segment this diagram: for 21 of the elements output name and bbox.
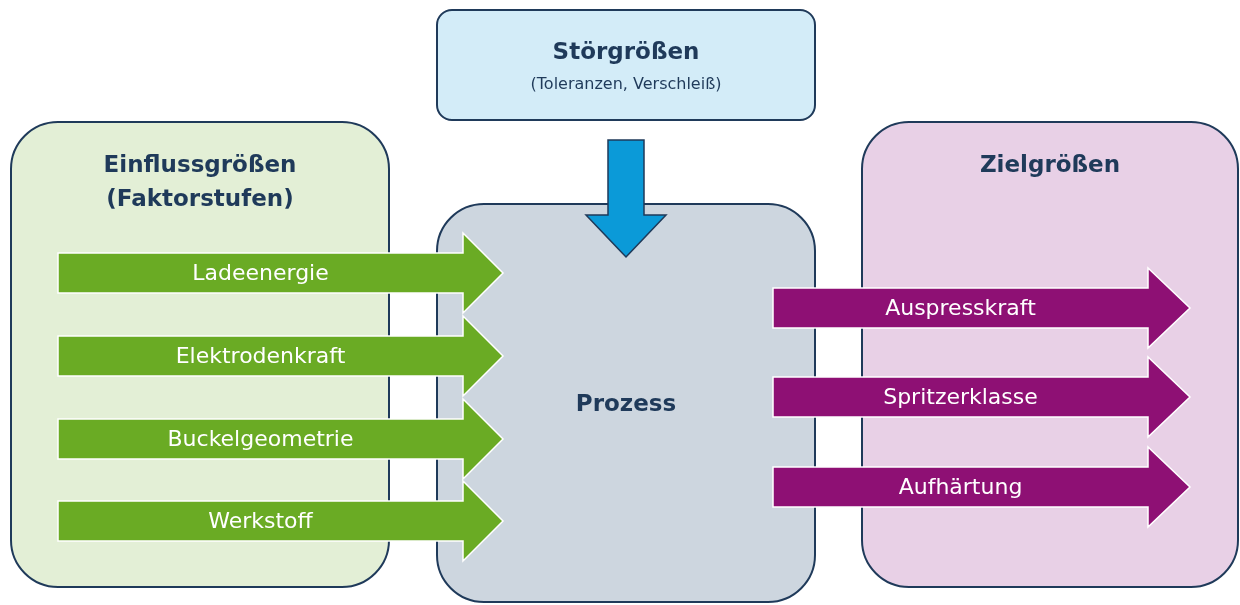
edge-label: Buckelgeometrie xyxy=(167,428,354,450)
block-arrow xyxy=(772,266,1192,350)
edge-label: Elektrodenkraft xyxy=(175,345,346,367)
block-arrow xyxy=(584,139,668,259)
heading: Prozess xyxy=(574,389,678,418)
block-arrow xyxy=(57,479,505,563)
block-arrow xyxy=(772,355,1192,439)
edge-label: Ladeenergie xyxy=(192,262,329,284)
block-arrow xyxy=(57,314,505,398)
edge-label: Aufhärtung xyxy=(898,476,1023,498)
block-arrow xyxy=(772,445,1192,529)
subheading: (Toleranzen, Verschleiß) xyxy=(530,73,722,95)
block-arrow xyxy=(57,397,505,481)
edge-label: Spritzerklasse xyxy=(883,386,1038,408)
heading: Störgrößen xyxy=(551,37,701,66)
disturbance-box xyxy=(436,9,816,121)
edge-label: Auspresskraft xyxy=(885,297,1036,319)
edge-label: Werkstoff xyxy=(208,510,313,532)
heading: Zielgrößen xyxy=(978,150,1122,179)
block-arrow xyxy=(57,231,505,315)
heading: Einflussgrößen (Faktorstufen) xyxy=(102,150,298,213)
